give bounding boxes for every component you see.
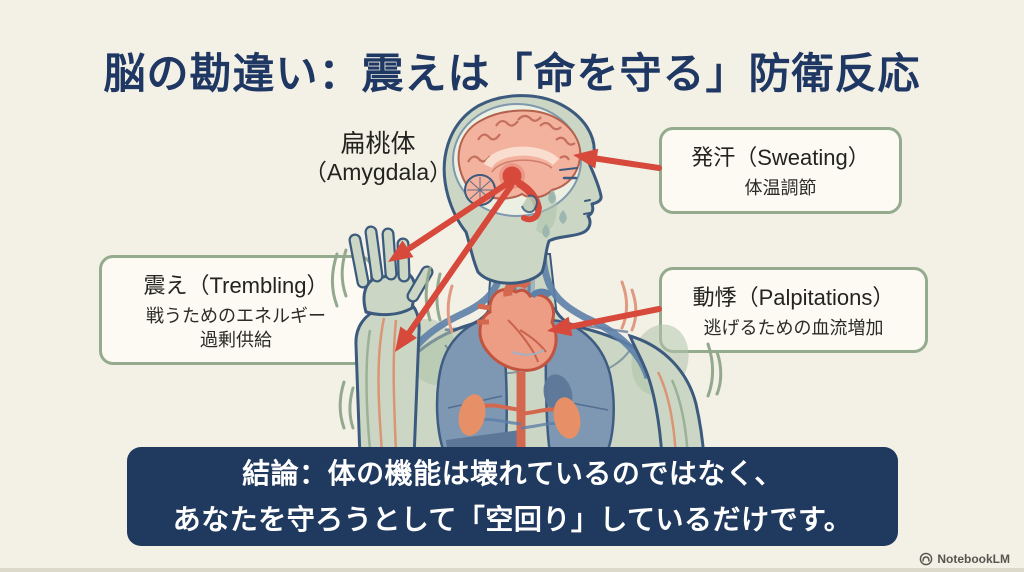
callout-palpitations-title: 動悸（Palpitations） — [692, 285, 895, 310]
notebooklm-logo-icon — [920, 552, 933, 566]
amygdala-label: 扁桃体 （Amygdala） — [290, 130, 466, 185]
head — [442, 94, 603, 285]
callout-trembling-line2: 過剰供給 — [200, 330, 272, 351]
watermark-label: NotebookLM — [937, 552, 1010, 566]
callout-trembling-title: 震え（Trembling） — [143, 273, 329, 298]
callout-trembling-line1: 戦うためのエネルギー — [146, 306, 326, 326]
blood-vessels — [398, 251, 652, 456]
conclusion-line2: あなたを守ろうとして「空回り」しているだけです。 — [172, 503, 853, 535]
lungs-icon — [435, 316, 615, 454]
brain-icon — [457, 109, 582, 200]
torso — [376, 296, 704, 460]
right-arm — [627, 333, 706, 460]
sweat-drop-icon — [542, 190, 567, 238]
watermark: NotebookLM — [919, 552, 1010, 566]
cerebellum-icon — [464, 174, 496, 206]
callout-sweating-line1: 体温調節 — [744, 178, 817, 198]
neck — [486, 238, 558, 312]
amygdala-label-en: （Amygdala） — [303, 158, 453, 185]
callout-palpitations-line1: 逃げるための血流増加 — [703, 318, 884, 338]
page-title: 脳の勘違い：震えは「命を守る」防衛反応 — [103, 50, 921, 97]
callout-sweating: 発汗（Sweating） 体温調節 — [659, 127, 902, 214]
amygdala-marker-icon — [499, 163, 542, 223]
conclusion-line1: 結論：体の機能は壊れているのではなく、 — [242, 458, 783, 490]
amygdala-label-jp: 扁桃体 — [340, 130, 416, 158]
conclusion-banner: 結論：体の機能は壊れているのではなく、 あなたを守ろうとして「空回り」しているだ… — [127, 447, 898, 546]
callout-sweating-title: 発汗（Sweating） — [691, 145, 870, 170]
kidneys-icon — [458, 394, 581, 439]
bottom-edge-strip — [0, 568, 1024, 572]
callout-trembling: 震え（Trembling） 戦うためのエネルギー 過剰供給 — [99, 255, 373, 365]
heart-icon — [477, 268, 558, 372]
callout-palpitations: 動悸（Palpitations） 逃げるための血流増加 — [659, 267, 928, 353]
liver-icon — [446, 374, 573, 456]
ear — [521, 194, 538, 214]
